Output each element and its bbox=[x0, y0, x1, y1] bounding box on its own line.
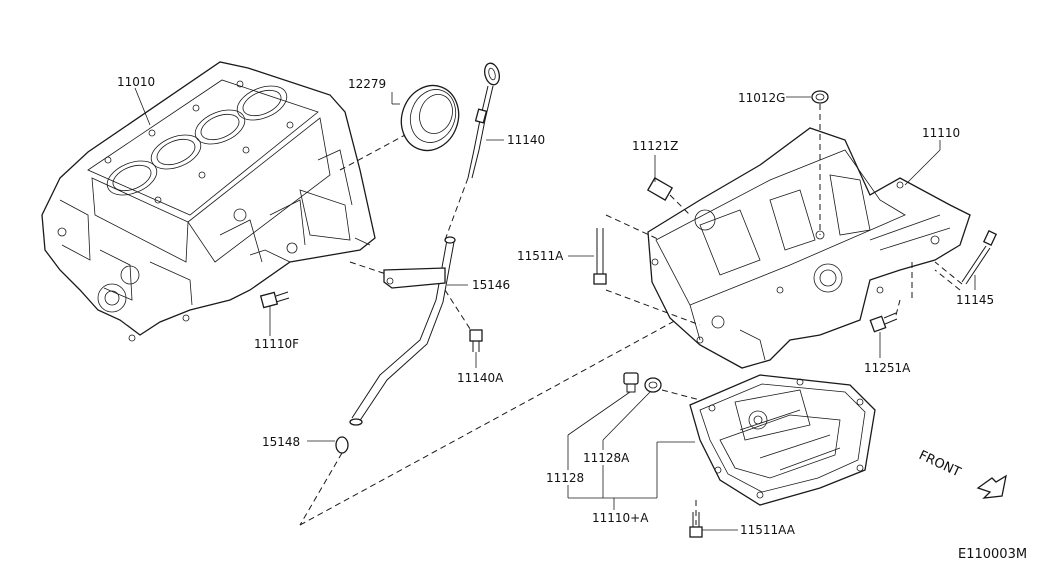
lower-pan-bolt-drawing[interactable] bbox=[689, 512, 738, 538]
baffle-sensor-drawing[interactable] bbox=[646, 155, 674, 201]
pan-side-bolt-drawing[interactable] bbox=[869, 312, 898, 358]
assembly-bracket-lines bbox=[567, 441, 695, 510]
right-connection-lines bbox=[605, 104, 963, 525]
label-guide-bolt: 11140A bbox=[457, 371, 504, 385]
oil-level-sensor-drawing[interactable] bbox=[961, 230, 998, 290]
lower-oil-pan-drawing[interactable] bbox=[689, 374, 876, 506]
gauge-guide-drawing[interactable] bbox=[349, 236, 468, 426]
label-o-ring: 15148 bbox=[262, 435, 300, 449]
pan-long-bolt-drawing[interactable] bbox=[568, 228, 607, 285]
guide-bolt-drawing[interactable] bbox=[469, 329, 483, 368]
label-gauge-guide: 15146 bbox=[472, 278, 510, 292]
front-direction-label: FRONT bbox=[916, 448, 963, 480]
block-plug-bolt-drawing[interactable] bbox=[259, 291, 290, 330]
label-drain-plug: 11128 bbox=[546, 471, 584, 485]
label-block-plug-bolt: 11110F bbox=[254, 337, 299, 351]
label-pan-side-bolt: 11251A bbox=[864, 361, 911, 375]
drain-plug-drawing[interactable] bbox=[567, 372, 639, 470]
cylinder-block-drawing[interactable] bbox=[41, 61, 376, 342]
label-drain-washer: 11128A bbox=[583, 451, 630, 465]
label-sensor-seal: 11012G bbox=[738, 91, 785, 105]
drain-washer-drawing[interactable] bbox=[602, 377, 662, 450]
upper-oil-pan-drawing[interactable] bbox=[647, 127, 971, 369]
label-oil-pan-assembly: 11110+A bbox=[592, 511, 649, 525]
label-oil-level-sensor: 11145 bbox=[956, 293, 994, 307]
o-ring-drawing[interactable] bbox=[307, 436, 349, 454]
label-rear-oil-seal: 12279 bbox=[348, 77, 386, 91]
label-cylinder-block: 11010 bbox=[117, 75, 155, 89]
rear-oil-seal-drawing[interactable] bbox=[391, 77, 468, 158]
label-oil-level-gauge: 11140 bbox=[507, 133, 545, 147]
left-connection-lines bbox=[299, 134, 681, 526]
label-upper-oil-pan: 11110 bbox=[922, 126, 960, 140]
label-leaders bbox=[134, 87, 941, 336]
oil-level-gauge-drawing[interactable] bbox=[467, 62, 504, 179]
reference-code: E110003M bbox=[958, 547, 1027, 562]
label-lower-pan-bolt: 11511AA bbox=[740, 523, 796, 537]
sensor-seal-drawing[interactable] bbox=[786, 90, 829, 104]
front-arrow-icon bbox=[976, 474, 1007, 499]
label-pan-long-bolt: 11511A bbox=[517, 249, 564, 263]
label-baffle-sensor: 11121Z bbox=[632, 139, 678, 153]
